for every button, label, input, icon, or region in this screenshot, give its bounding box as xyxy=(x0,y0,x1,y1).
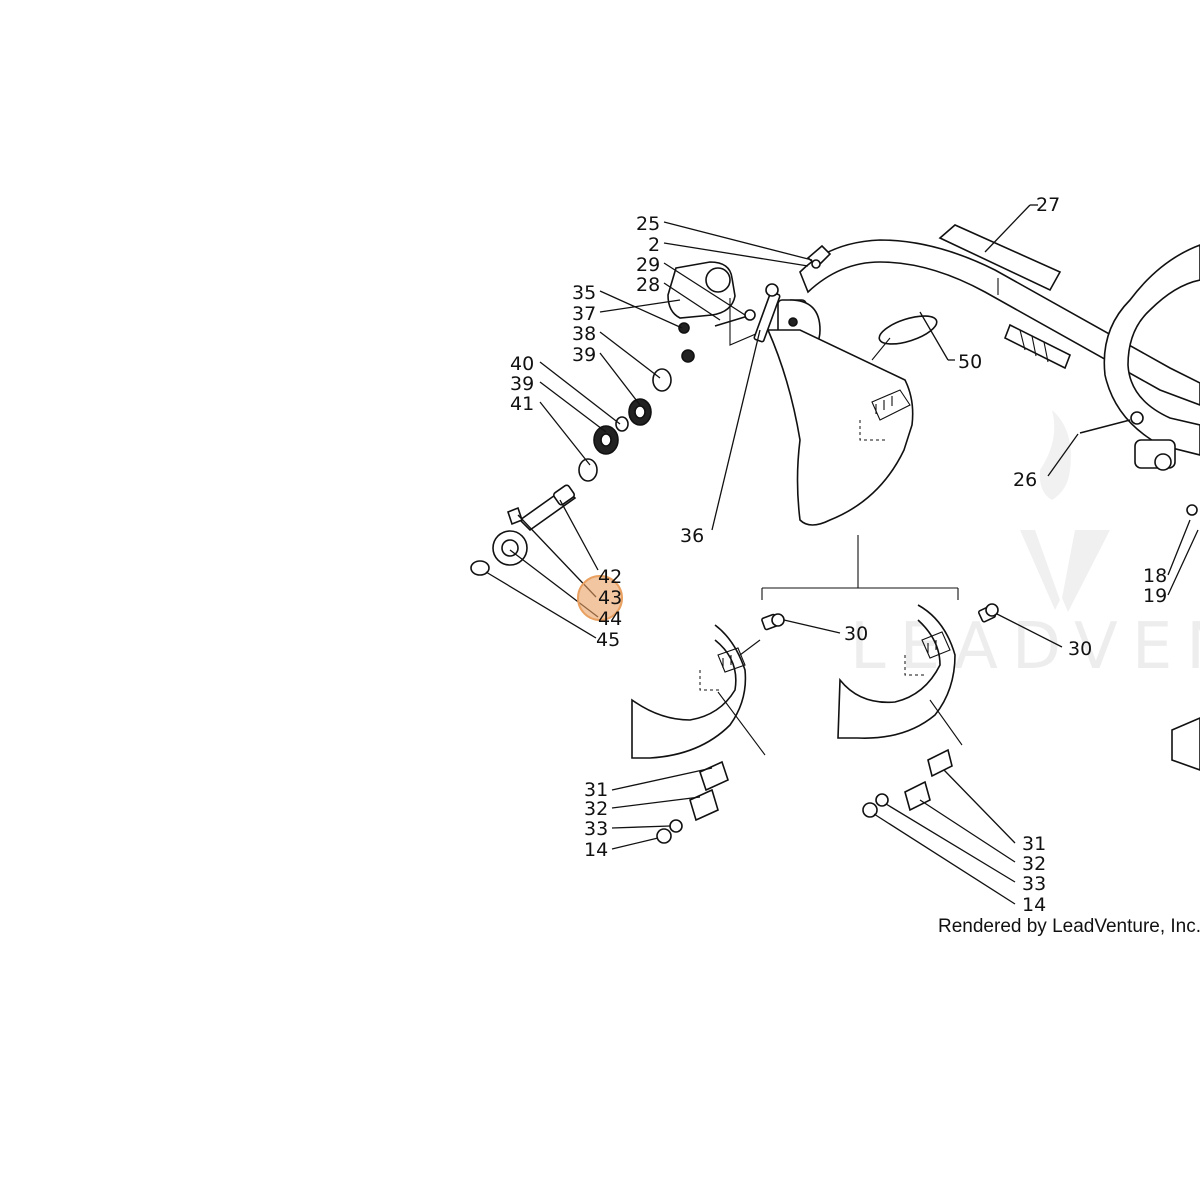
guard-variant-left xyxy=(631,624,747,759)
bearing-stack xyxy=(578,368,672,482)
clamp-hardware-right xyxy=(862,699,1016,905)
leader-lines-right xyxy=(1167,504,1200,771)
guard-variant-right xyxy=(837,604,956,739)
callout-25[interactable]: 25 xyxy=(636,213,660,235)
watermark-text: LEADVENTU xyxy=(850,610,1200,684)
part-50-pad xyxy=(871,311,955,361)
part-30-bolt-left xyxy=(739,613,841,656)
callout-50[interactable]: 50 xyxy=(958,351,982,373)
part-26-bolt xyxy=(1047,411,1144,477)
shaft-and-holder xyxy=(470,484,577,576)
callout-30-right[interactable]: 30 xyxy=(1068,638,1092,660)
grass-guard xyxy=(766,299,914,526)
callout-33-left[interactable]: 33 xyxy=(584,818,608,840)
callout-14-left[interactable]: 14 xyxy=(584,839,608,861)
callout-40[interactable]: 40 xyxy=(510,353,534,375)
callout-31-right[interactable]: 31 xyxy=(1022,833,1046,855)
callout-39-upper[interactable]: 39 xyxy=(572,344,596,366)
callout-45[interactable]: 45 xyxy=(596,629,620,651)
callout-38[interactable]: 38 xyxy=(572,323,596,345)
credit-text: Rendered by LeadVenture, Inc. xyxy=(938,916,1200,937)
callout-37[interactable]: 37 xyxy=(572,303,596,325)
part-30-bolt-right xyxy=(977,603,1063,648)
callout-2[interactable]: 2 xyxy=(648,234,660,256)
callout-28[interactable]: 28 xyxy=(636,274,660,296)
callout-14-right[interactable]: 14 xyxy=(1022,894,1046,916)
callout-36[interactable]: 36 xyxy=(680,525,704,547)
callout-labels: 25 2 29 28 27 35 37 38 39 40 39 41 42 43… xyxy=(510,194,1167,916)
callout-41[interactable]: 41 xyxy=(510,393,534,415)
callout-32-right[interactable]: 32 xyxy=(1022,853,1046,875)
callout-35[interactable]: 35 xyxy=(572,282,596,304)
watermark-logo: LEADVENTU xyxy=(850,410,1200,684)
callout-27[interactable]: 27 xyxy=(1036,194,1060,216)
callout-18[interactable]: 18 xyxy=(1143,565,1167,587)
highlight-marker xyxy=(577,575,623,621)
callout-32-left[interactable]: 32 xyxy=(584,798,608,820)
part-27-plate xyxy=(938,204,1062,295)
callout-29[interactable]: 29 xyxy=(636,254,660,276)
callout-26[interactable]: 26 xyxy=(1013,469,1037,491)
callout-33-right[interactable]: 33 xyxy=(1022,873,1046,895)
callout-30-left[interactable]: 30 xyxy=(844,623,868,645)
callout-43[interactable]: 43 xyxy=(598,587,622,609)
callout-31-left[interactable]: 31 xyxy=(584,779,608,801)
variant-bracket xyxy=(761,535,959,600)
clamp-hardware-left xyxy=(611,691,766,850)
callout-44[interactable]: 44 xyxy=(598,608,622,630)
callout-39-lower[interactable]: 39 xyxy=(510,373,534,395)
callout-19[interactable]: 19 xyxy=(1143,585,1167,607)
callout-42[interactable]: 42 xyxy=(598,566,622,588)
